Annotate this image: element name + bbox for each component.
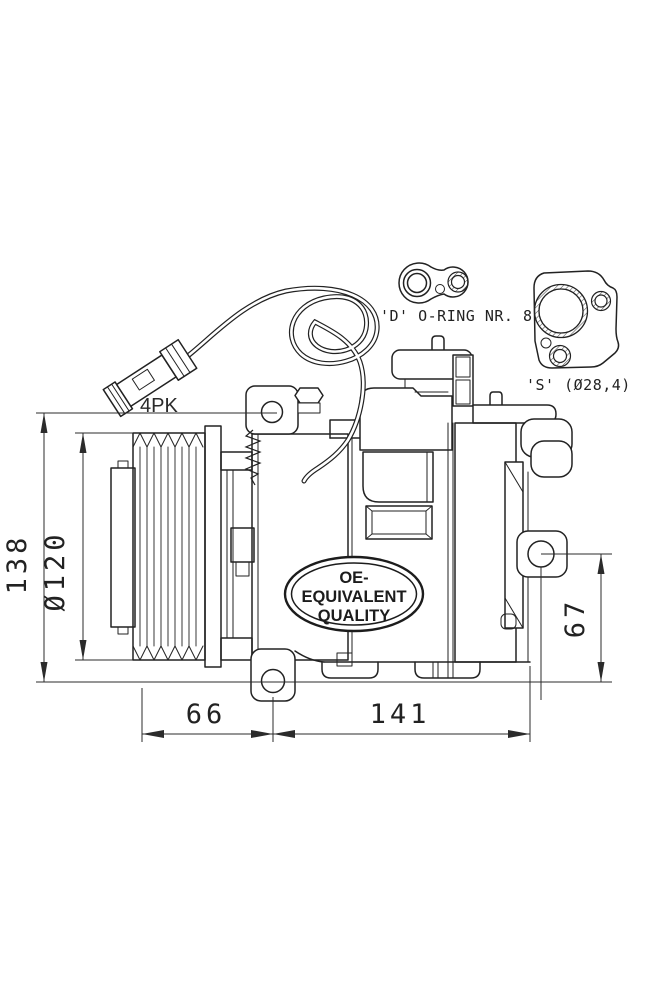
bottom-mounting-hole xyxy=(260,668,286,694)
pulley xyxy=(110,425,222,668)
clutch-cable xyxy=(102,285,380,486)
dim-label-overall-height: 138 xyxy=(2,534,33,595)
oring-detail xyxy=(398,262,469,304)
dim-label-pulley-diameter: Ø120 xyxy=(40,530,71,611)
hex-bolt xyxy=(294,387,324,404)
electrical-connector xyxy=(102,338,198,418)
cable-core xyxy=(187,286,379,483)
labels: 138 Ø120 67 66 141 4PK 'D' O-RING NR. 8 … xyxy=(2,307,631,730)
front-housing xyxy=(245,385,361,702)
pulley-groove-lines xyxy=(139,446,197,647)
top-mounting-hole xyxy=(260,400,284,424)
dim-label-pulley-offset: 66 xyxy=(186,699,227,730)
dim-mount-height xyxy=(597,554,605,682)
dimension-lines xyxy=(36,412,612,742)
cylinder-body xyxy=(323,387,531,679)
dim-label-mounting-length: 141 xyxy=(370,699,431,730)
cylinder-head xyxy=(391,335,557,424)
badge-line-1: OE- xyxy=(339,569,368,587)
cable-outline xyxy=(186,285,380,484)
gasket-label: 'S' (Ø28,4) xyxy=(526,376,631,394)
clutch-assembly xyxy=(220,451,255,661)
pulley-front-cover xyxy=(110,467,136,628)
badge-line-3: QUALITY xyxy=(318,607,390,625)
oe-quality-badge: OE- EQUIVALENT QUALITY xyxy=(283,555,425,633)
dim-pulley-diameter xyxy=(79,433,87,660)
wire-spring-sleeve xyxy=(244,429,262,486)
compressor-drawing: OE- EQUIVALENT QUALITY xyxy=(110,335,573,702)
name-plate xyxy=(365,505,433,540)
oring-label: 'D' O-RING NR. 8 xyxy=(380,307,533,325)
dim-bottom-lengths xyxy=(142,730,530,738)
dim-overall-height xyxy=(40,413,48,682)
gasket-detail xyxy=(533,270,620,369)
badge-line-2: EQUIVALENT xyxy=(301,588,406,606)
belt-type-label: 4PK xyxy=(140,395,178,417)
top-mounting-lug xyxy=(245,385,299,435)
dim-label-mount-height: 67 xyxy=(560,598,591,639)
